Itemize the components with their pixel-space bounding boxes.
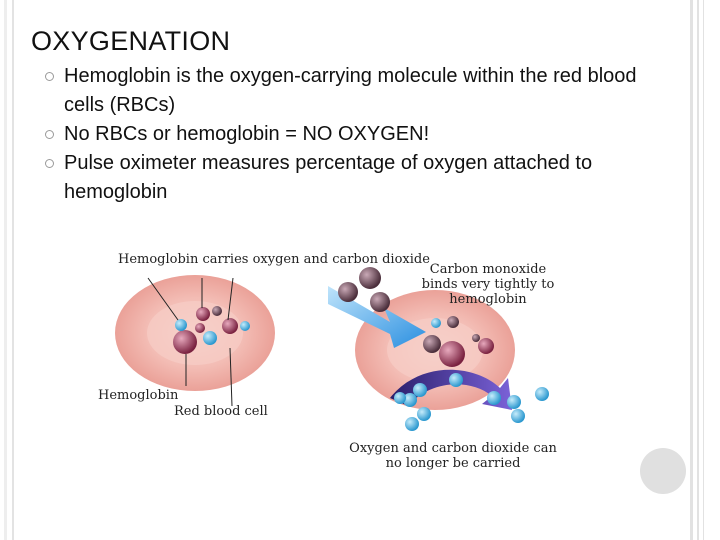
bullet-list: Hemoglobin is the oxygen-carrying molecu… bbox=[40, 62, 640, 207]
bullet-item: Pulse oximeter measures percentage of ox… bbox=[40, 149, 640, 207]
hollow-circle-bullet-icon bbox=[45, 72, 54, 81]
right-molecules bbox=[423, 316, 494, 367]
bottom-caption: Oxygen and carbon dioxide can no longer … bbox=[349, 441, 557, 471]
right-border-line bbox=[697, 0, 699, 540]
hemoglobin-illustration: Hemoglobin carries oxygen and carbon dio… bbox=[90, 248, 570, 478]
oxygen-molecules bbox=[394, 373, 549, 431]
right-border-line bbox=[703, 0, 704, 540]
leader-lines bbox=[147, 277, 234, 407]
left-molecules bbox=[173, 306, 250, 354]
bullet-item: Hemoglobin is the oxygen-carrying molecu… bbox=[40, 62, 640, 120]
left-red-blood-cell bbox=[115, 275, 275, 391]
right-border-line bbox=[690, 0, 693, 540]
bullet-item: No RBCs or hemoglobin = NO OXYGEN! bbox=[40, 120, 640, 149]
left-caption: Hemoglobin carries oxygen and carbon dio… bbox=[118, 252, 430, 267]
hollow-circle-bullet-icon bbox=[45, 130, 54, 139]
bullet-text: Pulse oximeter measures percentage of ox… bbox=[64, 152, 593, 203]
illustration-graphic bbox=[115, 267, 549, 431]
left-border bbox=[0, 0, 14, 540]
red-blood-cell-label: Red blood cell bbox=[174, 404, 268, 419]
right-caption: Carbon monoxide binds very tightly to he… bbox=[421, 262, 555, 307]
carbon-monoxide-molecules bbox=[338, 267, 390, 312]
decorative-circle bbox=[640, 448, 686, 494]
bullet-text: No RBCs or hemoglobin = NO OXYGEN! bbox=[64, 123, 430, 145]
left-border-stripe bbox=[4, 0, 7, 540]
right-border bbox=[686, 0, 720, 540]
hollow-circle-bullet-icon bbox=[45, 159, 54, 168]
arrow-icon bbox=[328, 286, 426, 348]
curved-arrow-icon bbox=[390, 369, 512, 410]
hemoglobin-label: Hemoglobin bbox=[98, 388, 179, 403]
bullet-text: Hemoglobin is the oxygen-carrying molecu… bbox=[64, 65, 637, 116]
slide-title: OXYGENATION bbox=[31, 26, 231, 56]
